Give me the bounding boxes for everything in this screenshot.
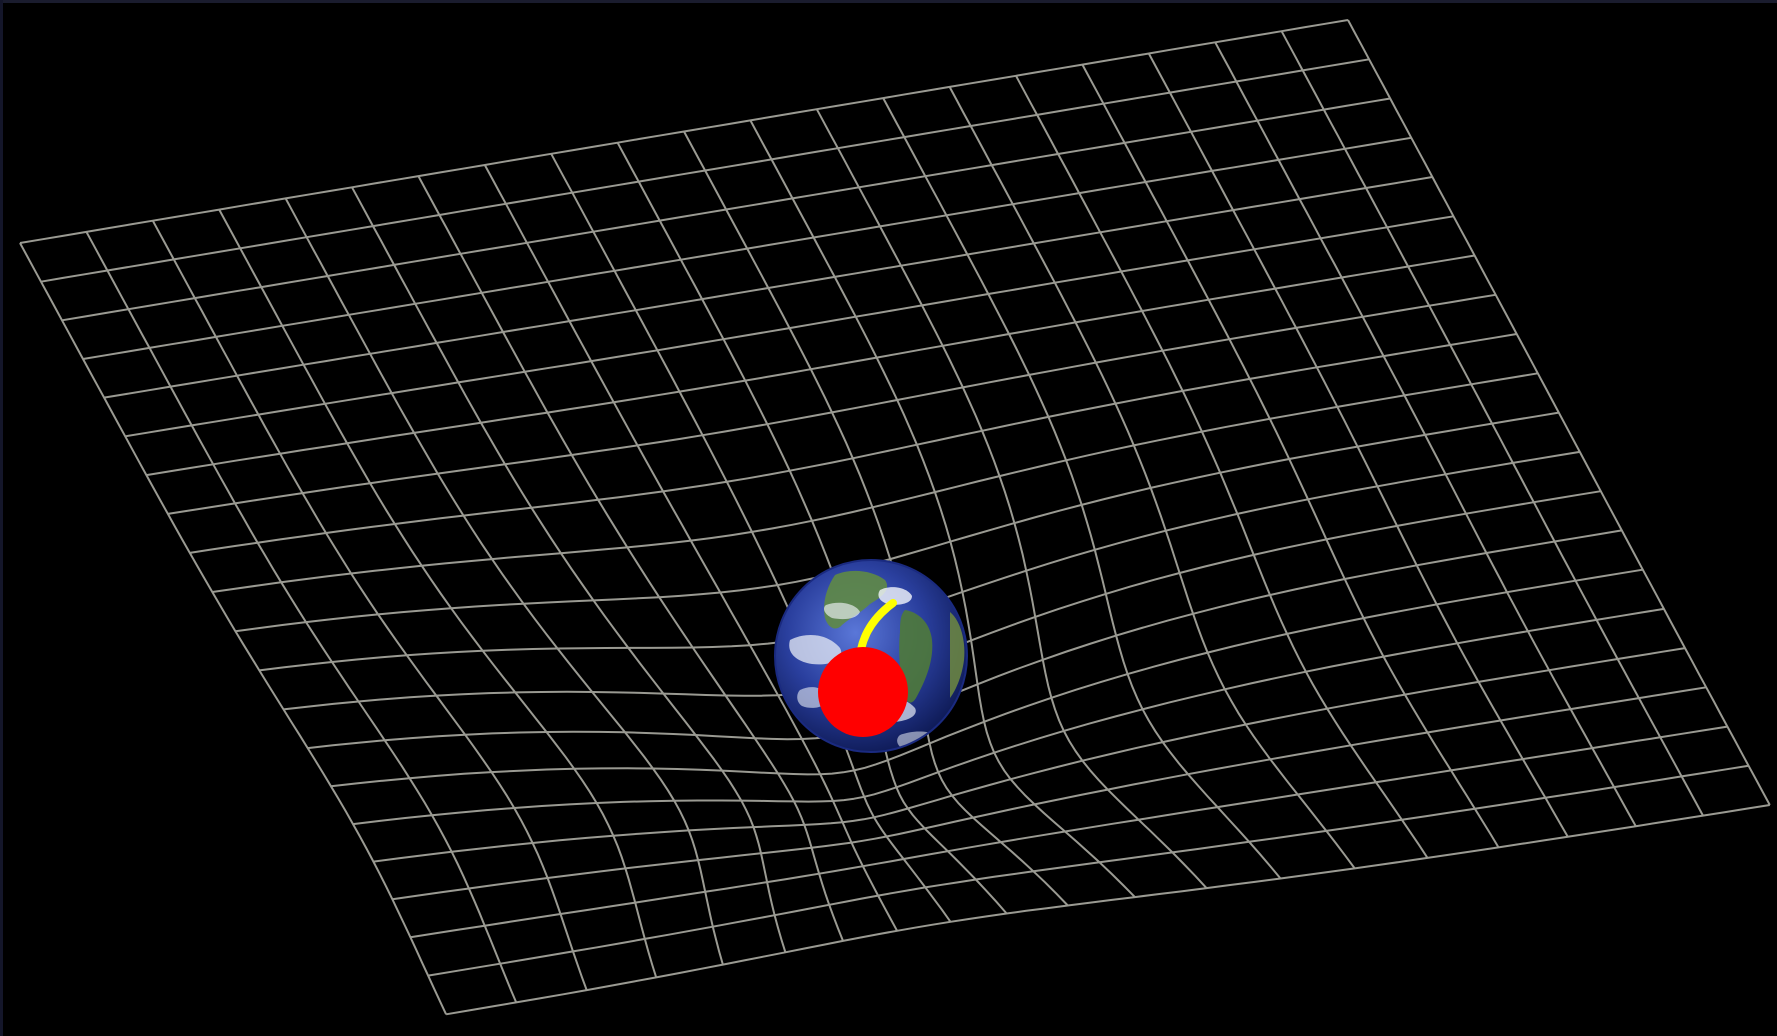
grid-line <box>373 647 1686 863</box>
grid-line <box>189 333 1517 554</box>
grid-line <box>167 293 1496 515</box>
grid-line <box>19 19 1349 244</box>
landmass-south-america <box>899 610 933 703</box>
grid-line <box>284 197 724 965</box>
cloud-band <box>878 587 912 605</box>
grid-line <box>82 136 1412 360</box>
frame-border-left <box>0 0 3 1036</box>
landmass-africa <box>950 612 965 698</box>
apple-body <box>818 647 908 737</box>
grid-line <box>351 186 787 953</box>
grid-line <box>427 764 1749 977</box>
grid-line <box>146 254 1475 477</box>
apple <box>818 599 908 737</box>
grid-line <box>352 607 1665 826</box>
grid-line <box>40 58 1370 283</box>
grid-line <box>550 153 952 923</box>
grid-line <box>815 108 1208 889</box>
grid-line <box>235 411 1559 633</box>
cloud-band <box>824 602 860 620</box>
grid-line <box>212 372 1538 593</box>
frame-border-top <box>0 0 1777 3</box>
grid-line <box>410 725 1728 939</box>
grid-line <box>103 176 1433 399</box>
grid-line <box>125 215 1454 438</box>
cloud-band <box>789 634 842 665</box>
grid-line <box>445 804 1770 1016</box>
earth-outline <box>774 559 968 753</box>
grid-line <box>61 97 1391 322</box>
grid-line <box>392 686 1707 901</box>
spacetime-grid <box>19 19 1771 1016</box>
grid-line <box>330 568 1643 788</box>
